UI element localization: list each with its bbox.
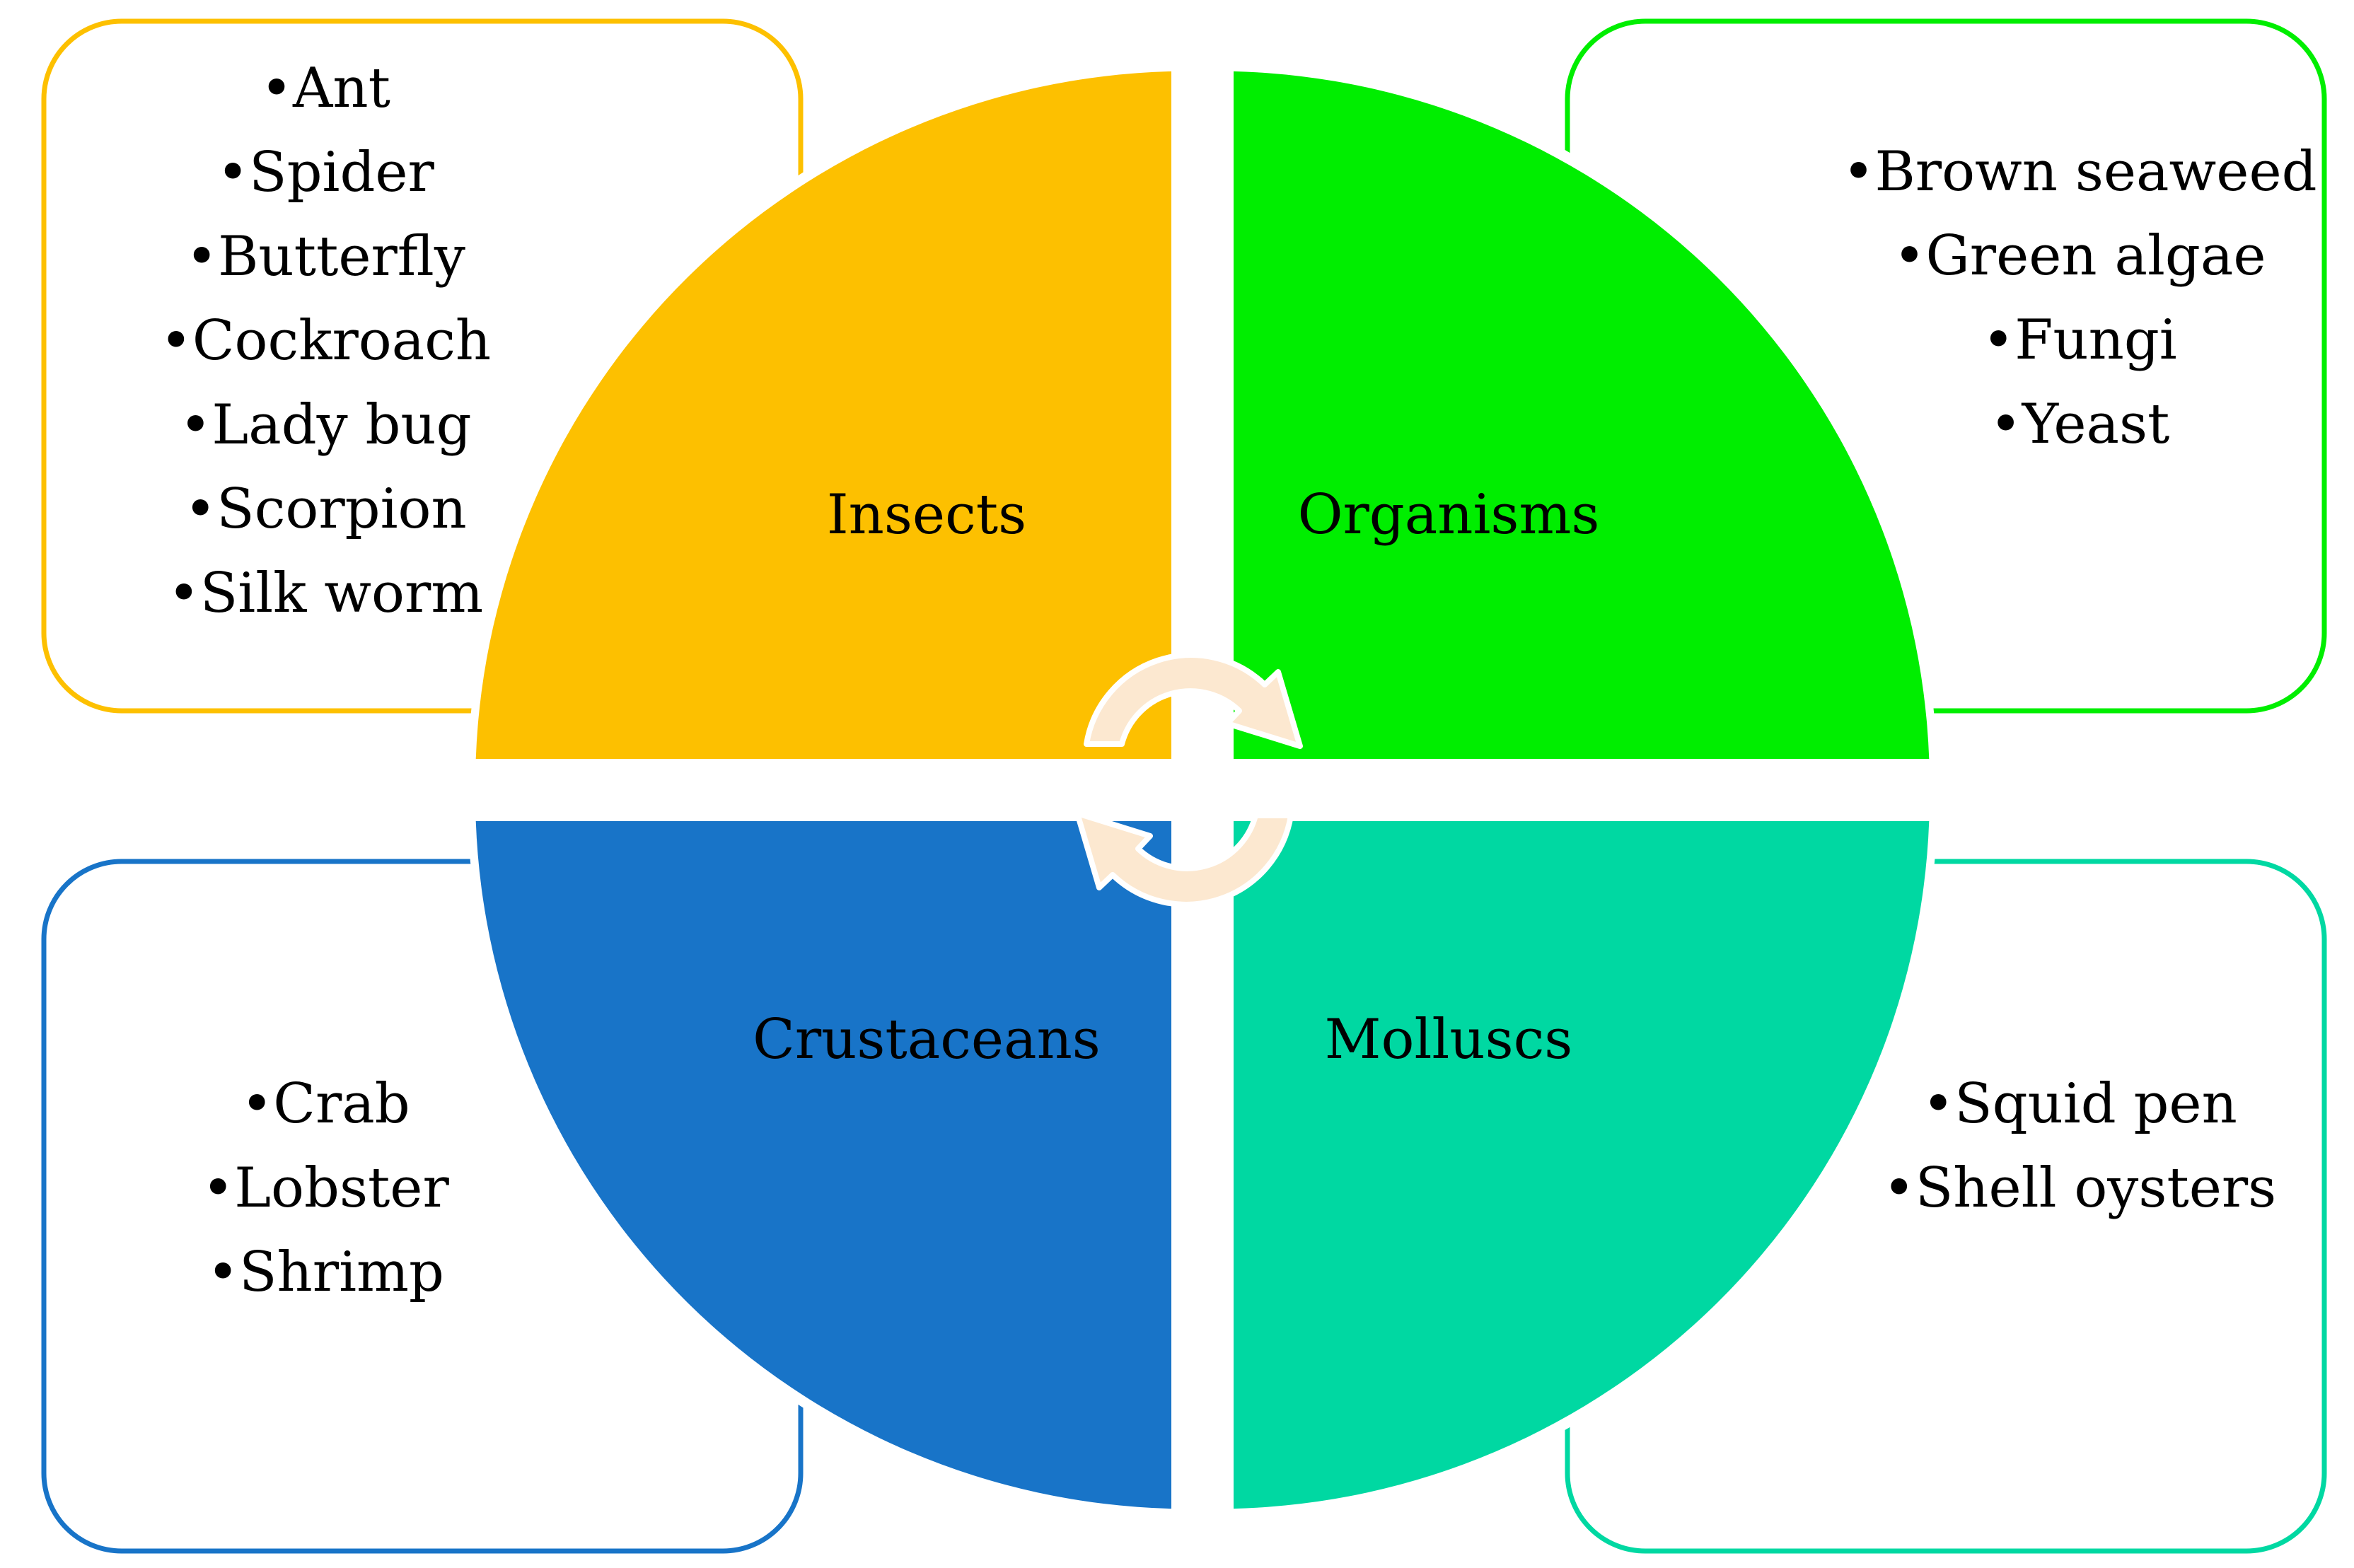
organisms-item-list: Brown seaweedGreen algaeFungiYeast bbox=[1797, 130, 2354, 467]
insects-list-item: Spider bbox=[42, 131, 608, 215]
crustaceans-list-item: Crab bbox=[42, 1062, 608, 1146]
molluscs-list-item: Squid pen bbox=[1797, 1062, 2354, 1146]
organisms-list-item: Green algae bbox=[1797, 214, 2354, 298]
molluscs-label: Molluscs bbox=[1325, 1008, 1573, 1072]
upper-cycle-arrow bbox=[1084, 652, 1303, 749]
insects-list-item: Scorpion bbox=[42, 468, 608, 552]
crustaceans-item-list: CrabLobsterShrimp bbox=[42, 1062, 608, 1315]
crustaceans-list-item: Shrimp bbox=[42, 1231, 608, 1315]
organisms-list-item: Brown seaweed bbox=[1797, 130, 2354, 214]
crustaceans-quadrant bbox=[475, 821, 1171, 1509]
lower-cycle-arrow bbox=[1074, 811, 1294, 907]
organisms-list-item: Yeast bbox=[1797, 383, 2354, 467]
molluscs-item-list: Squid penShell oysters bbox=[1797, 1062, 2354, 1231]
insects-list-item: Cockroach bbox=[42, 299, 608, 383]
molluscs-list-item: Shell oysters bbox=[1797, 1146, 2354, 1231]
insects-list-item: Lady bug bbox=[42, 383, 608, 468]
crustaceans-list-item: Lobster bbox=[42, 1146, 608, 1231]
insects-label: Insects bbox=[827, 483, 1026, 547]
cycle-arrow-icon bbox=[1074, 652, 1303, 907]
molluscs-quadrant bbox=[1234, 821, 1930, 1509]
circle-backdrop bbox=[467, 54, 1938, 1526]
organisms-quadrant bbox=[1234, 71, 1930, 759]
insects-quadrant bbox=[475, 71, 1171, 759]
insects-list-item: Butterfly bbox=[42, 215, 608, 299]
insects-item-list: AntSpiderButterflyCockroachLady bugScorp… bbox=[42, 47, 608, 636]
crustaceans-label: Crustaceans bbox=[753, 1008, 1101, 1072]
insects-list-item: Ant bbox=[42, 47, 608, 131]
organisms-label: Organisms bbox=[1298, 483, 1600, 547]
insects-list-item: Silk worm bbox=[42, 552, 608, 636]
organisms-list-item: Fungi bbox=[1797, 298, 2354, 383]
